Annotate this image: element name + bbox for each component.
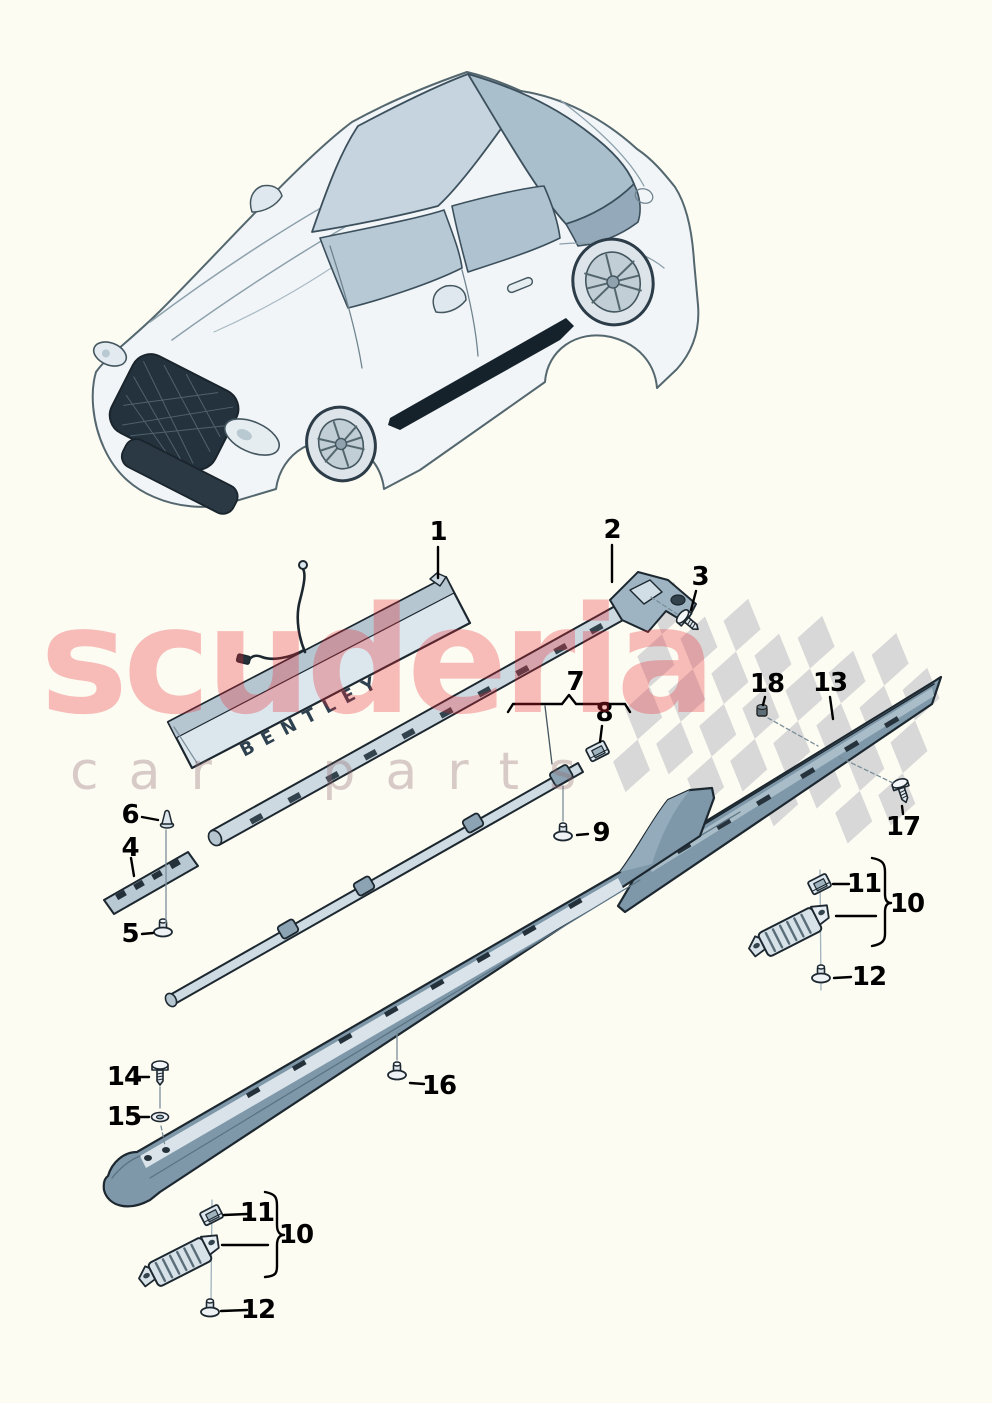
flag-check [773,721,811,774]
exploded-parts: BENTLEY [102,543,943,1318]
flag-check [656,721,694,775]
part-11-clip-right [806,872,833,896]
part-4-bracket-strip [103,851,199,915]
car-quarter-glass [451,185,561,273]
car-headlight-left [92,341,128,367]
part-15-washer [150,1111,170,1123]
part-13-side-molding [616,675,943,914]
flag-check [723,598,761,652]
car-rear-wheel [571,237,655,327]
flag-check [816,703,854,756]
part-9-screw [553,822,573,842]
car-door-handle [506,276,534,294]
part-11-clip-left [198,1203,225,1227]
checkered-flag-watermark [613,581,940,844]
flag-check [785,668,823,722]
flag-check [680,616,718,670]
part-5-screw [153,918,173,938]
flag-check [878,773,916,826]
rail-clamps [276,764,574,940]
flag-check [828,650,866,704]
flag-check [699,704,737,757]
car-rear-window [565,183,641,247]
part-16-screw [387,1061,407,1081]
flag-check [625,686,663,740]
part-8-clip [584,739,611,763]
flag-check [754,633,792,687]
leader-lines [129,543,905,1313]
part-14-screw [151,1060,169,1086]
car-lower-intake [120,438,239,515]
part-10-bracket-right [743,898,838,965]
flag-check [637,634,675,687]
car-fuel-cap [634,188,654,204]
flag-check [890,720,928,774]
car-headlight-right [224,418,280,456]
car-door-glass [319,209,463,309]
flag-check [613,739,651,793]
flag-check [835,790,873,844]
flag-check [871,632,909,686]
part-18-cap-nut [756,703,768,717]
part-16-sill-panel [102,786,716,1208]
car-front-wheel [305,405,377,483]
assembly-10-left [133,1199,228,1318]
flag-check [730,738,768,792]
part-7-retainer-rail [164,762,584,1008]
car-illustration [91,71,700,515]
alignment-lines [159,596,894,1147]
assembly-10-right [743,869,838,991]
flag-check [668,669,706,722]
car-sill-strip-highlight [388,318,574,430]
flag-check [797,615,835,669]
car-mirror-near [432,284,467,314]
part-10-bracket-left [133,1228,228,1295]
part-6-clip [159,809,175,829]
part-1-wire [235,560,308,665]
flag-check [711,651,749,705]
car-mirror-far [249,184,283,213]
part-1-treadplate: BENTLEY [166,560,472,770]
part-12-screw-left [200,1298,220,1318]
part-2-mounting-rail [207,571,697,847]
flag-check [847,738,885,791]
part-12-screw-right [811,964,831,984]
